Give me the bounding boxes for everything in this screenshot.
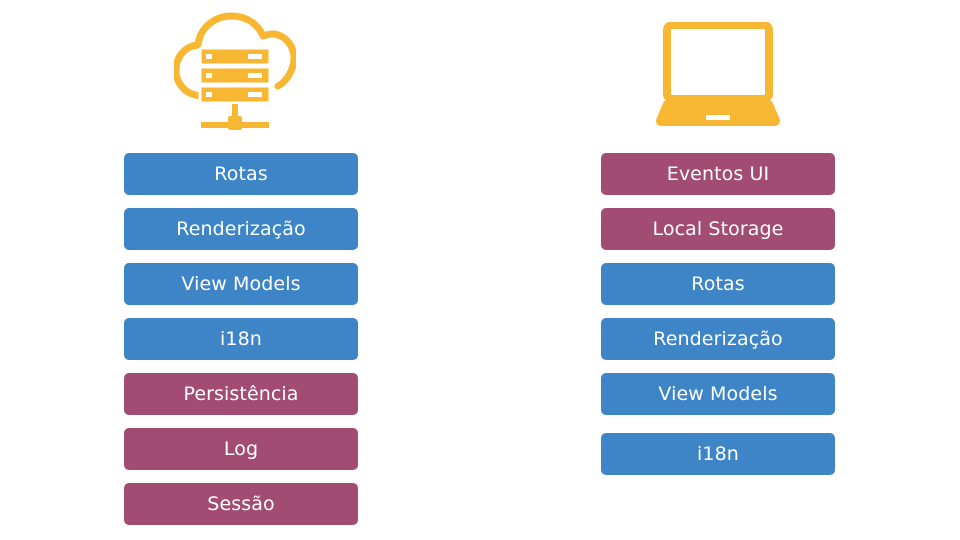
server-item-renderizacao: Renderização xyxy=(124,208,358,250)
server-item-log: Log xyxy=(124,428,358,470)
client-item-eventos-ui: Eventos UI xyxy=(601,153,835,195)
client-item-i18n: i18n xyxy=(601,433,835,475)
cloud-server-icon xyxy=(174,12,296,130)
client-item-view-models: View Models xyxy=(601,373,835,415)
client-item-rotas: Rotas xyxy=(601,263,835,305)
server-item-persistencia: Persistência xyxy=(124,373,358,415)
laptop-icon xyxy=(656,22,780,126)
server-item-i18n: i18n xyxy=(124,318,358,360)
server-item-sessao: Sessão xyxy=(124,483,358,525)
client-item-renderizacao: Renderização xyxy=(601,318,835,360)
server-item-view-models: View Models xyxy=(124,263,358,305)
client-item-local-storage: Local Storage xyxy=(601,208,835,250)
server-item-rotas: Rotas xyxy=(124,153,358,195)
